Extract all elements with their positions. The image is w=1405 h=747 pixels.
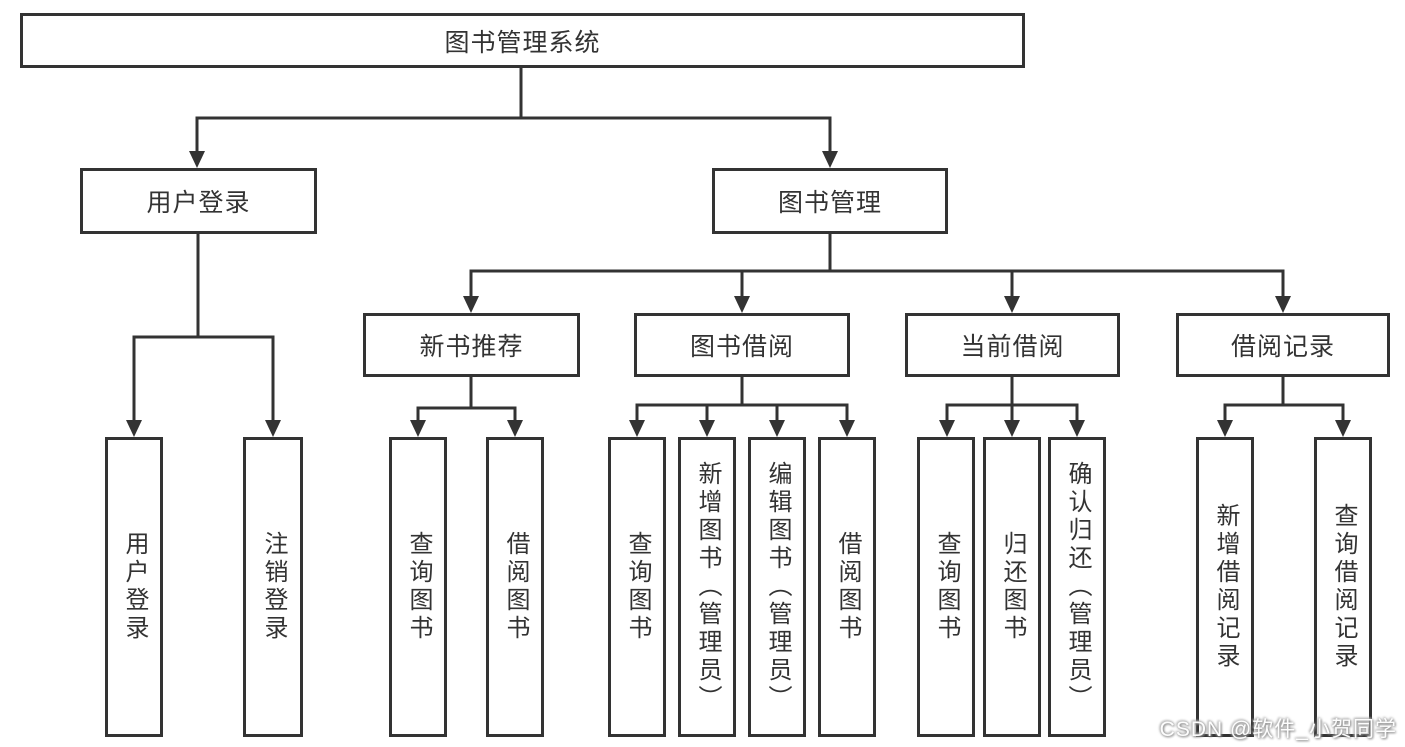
- node-book-management: 图书管理: [712, 168, 948, 234]
- connector-new-books-children: [416, 377, 517, 421]
- leaf-nb-borrow-books: 借阅图书: [486, 437, 544, 737]
- leaf-user-login-label: 用户登录: [121, 531, 148, 643]
- arrow-to-nb-query: [410, 420, 426, 437]
- leaf-bb-add-books-admin: 新增图书（管理员）: [678, 437, 736, 737]
- arrow-to-bb-borrow: [839, 420, 855, 437]
- leaf-logout-label: 注销登录: [260, 531, 287, 643]
- leaf-user-login: 用户登录: [105, 437, 163, 737]
- leaf-logout: 注销登录: [243, 437, 303, 737]
- leaf-bb-edit-books-admin: 编辑图书（管理员）: [748, 437, 806, 737]
- leaf-cb-query-books: 查询图书: [917, 437, 975, 737]
- leaf-bb-query-books: 查询图书: [608, 437, 666, 737]
- leaf-cb-return-books-label: 归还图书: [999, 531, 1026, 643]
- leaf-br-add-record-label: 新增借阅记录: [1212, 503, 1239, 671]
- node-new-book-recommend: 新书推荐: [363, 313, 580, 377]
- leaf-br-add-record: 新增借阅记录: [1196, 437, 1254, 737]
- node-borrow-records: 借阅记录: [1176, 313, 1390, 377]
- leaf-cb-return-books: 归还图书: [983, 437, 1041, 737]
- leaf-bb-query-books-label: 查询图书: [624, 531, 651, 643]
- arrow-to-leaf-user-login: [126, 420, 142, 437]
- leaf-cb-confirm-return-admin-label: 确认归还（管理员）: [1064, 461, 1091, 713]
- leaf-bb-borrow-books-label: 借阅图书: [834, 531, 861, 643]
- leaf-cb-query-books-label: 查询图书: [933, 531, 960, 643]
- arrow-to-leaf-logout: [265, 420, 281, 437]
- leaf-br-query-record: 查询借阅记录: [1314, 437, 1372, 737]
- arrowheads: [126, 151, 1351, 437]
- connector-borrow-records-children: [1223, 377, 1345, 421]
- arrow-to-cb-return: [1004, 420, 1020, 437]
- arrow-to-br-query: [1335, 420, 1351, 437]
- node-new-book-recommend-label: 新书推荐: [419, 333, 524, 361]
- arrow-to-book-borrow: [734, 296, 750, 313]
- arrow-to-current-borrow: [1004, 296, 1020, 313]
- leaf-bb-add-books-admin-label: 新增图书（管理员）: [694, 461, 721, 713]
- node-current-borrowing-label: 当前借阅: [960, 333, 1065, 361]
- leaf-nb-query-books-label: 查询图书: [405, 531, 432, 643]
- node-user-login-label: 用户登录: [146, 189, 251, 217]
- arrow-to-cb-query: [939, 420, 955, 437]
- arrow-to-new-books: [463, 296, 479, 313]
- arrow-to-bb-query: [629, 420, 645, 437]
- node-book-management-label: 图书管理: [777, 189, 882, 217]
- connector-user-login-children: [132, 233, 275, 421]
- node-book-borrowing: 图书借阅: [634, 313, 850, 377]
- leaf-bb-edit-books-admin-label: 编辑图书（管理员）: [764, 461, 791, 713]
- connector-root-to-level2: [195, 68, 832, 152]
- node-root: 图书管理系统: [20, 13, 1025, 68]
- node-user-login: 用户登录: [80, 168, 317, 234]
- arrow-to-br-add: [1217, 420, 1233, 437]
- arrow-to-cb-confirm: [1069, 420, 1085, 437]
- watermark-text: CSDN @软件_小贺同学: [1159, 718, 1397, 741]
- connector-book-mgmt-children: [469, 233, 1285, 297]
- arrow-to-user-login: [189, 151, 205, 168]
- node-current-borrowing: 当前借阅: [905, 313, 1120, 377]
- connector-book-borrow-children: [635, 377, 849, 421]
- arrow-to-bb-edit: [769, 420, 785, 437]
- leaf-cb-confirm-return-admin: 确认归还（管理员）: [1048, 437, 1106, 737]
- arrow-to-borrow-records: [1275, 296, 1291, 313]
- arrow-to-bb-add: [699, 420, 715, 437]
- node-borrow-records-label: 借阅记录: [1230, 333, 1335, 361]
- leaf-nb-borrow-books-label: 借阅图书: [502, 531, 529, 643]
- arrow-to-book-mgmt: [822, 151, 838, 168]
- leaf-bb-borrow-books: 借阅图书: [818, 437, 876, 737]
- node-root-label: 图书管理系统: [444, 28, 601, 57]
- leaf-nb-query-books: 查询图书: [389, 437, 447, 737]
- leaf-br-query-record-label: 查询借阅记录: [1330, 503, 1357, 671]
- connector-current-borrow-children: [945, 377, 1079, 421]
- arrow-to-nb-borrow: [507, 420, 523, 437]
- node-book-borrowing-label: 图书借阅: [689, 333, 794, 361]
